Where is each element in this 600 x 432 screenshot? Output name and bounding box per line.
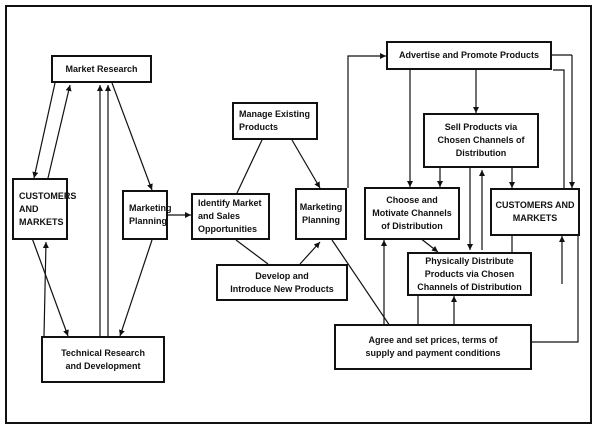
wire-agree-to-customers [532,227,579,343]
box-sell-products: Sell Products via Chosen Channels of Dis… [423,113,539,168]
box-manage-existing: Manage Existing Products [232,102,318,140]
box-sell-products-label: Sell Products via Chosen Channels of Dis… [437,122,525,158]
box-develop-introduce: Develop and Introduce New Products [216,264,348,301]
wire-planning-to-agree [331,239,391,327]
wire-customers-to-mr [47,84,72,179]
box-marketing-planning-mid-label: Marketing Planning [299,202,343,225]
wire-mr-to-planning [111,82,153,191]
box-identify-market: Identify Market and Sales Opportunities [191,193,270,240]
wire-manage-to-identify [236,139,263,194]
box-advertise-promote-label: Advertise and Promote Products [398,50,540,60]
wire-tech-to-customers [42,241,49,337]
box-marketing-planning-mid: Marketing Planning [295,188,347,240]
box-customers-markets-right: CUSTOMERS AND MARKETS [490,188,580,236]
box-identify-market-label: Identify Market and Sales Opportunities [198,198,262,234]
box-marketing-planning-left: Marketing Planning [122,190,172,240]
wire-mr-to-customers [32,82,56,179]
box-manage-existing-label: Manage Existing Products [239,109,311,132]
wire-planning-to-tech [119,239,153,337]
box-market-research: Market Research [51,55,152,83]
box-customers-markets-left: CUSTOMERS AND MARKETS [12,178,76,240]
box-choose-motivate-label: Choose and Motivate Channels of Distribu… [372,195,452,231]
wire-develop-to-planning [299,241,321,265]
box-develop-introduce-label: Develop and Introduce New Products [230,270,334,294]
wire-planning-to-advertise [347,53,386,188]
box-agree-prices: Agree and set prices, terms of supply an… [334,324,532,370]
wire-identify-to-develop [235,239,269,265]
box-choose-motivate: Choose and Motivate Channels of Distribu… [364,187,460,240]
box-market-research-label: Market Research [65,63,138,74]
box-marketing-planning-left-label: Marketing Planning [129,203,172,226]
wire-customers-to-tech [31,237,69,337]
box-customers-markets-right-label: CUSTOMERS AND MARKETS [495,200,575,223]
box-agree-prices-label: Agree and set prices, terms of supply an… [365,335,501,358]
wire-choose-to-physical [419,237,439,253]
box-technical-research-label: Technical Research and Development [61,347,145,371]
box-customers-markets-left-label: CUSTOMERS AND MARKETS [19,190,77,227]
box-physically-distribute-label: Physically Distribute Products via Chose… [417,255,522,292]
box-technical-research: Technical Research and Development [41,336,165,383]
box-advertise-promote: Advertise and Promote Products [386,41,552,70]
wire-customers-to-advertise [553,69,565,188]
wire-manage-to-planning [291,139,321,189]
box-physically-distribute: Physically Distribute Products via Chose… [407,252,532,296]
diagram-frame [5,5,592,424]
